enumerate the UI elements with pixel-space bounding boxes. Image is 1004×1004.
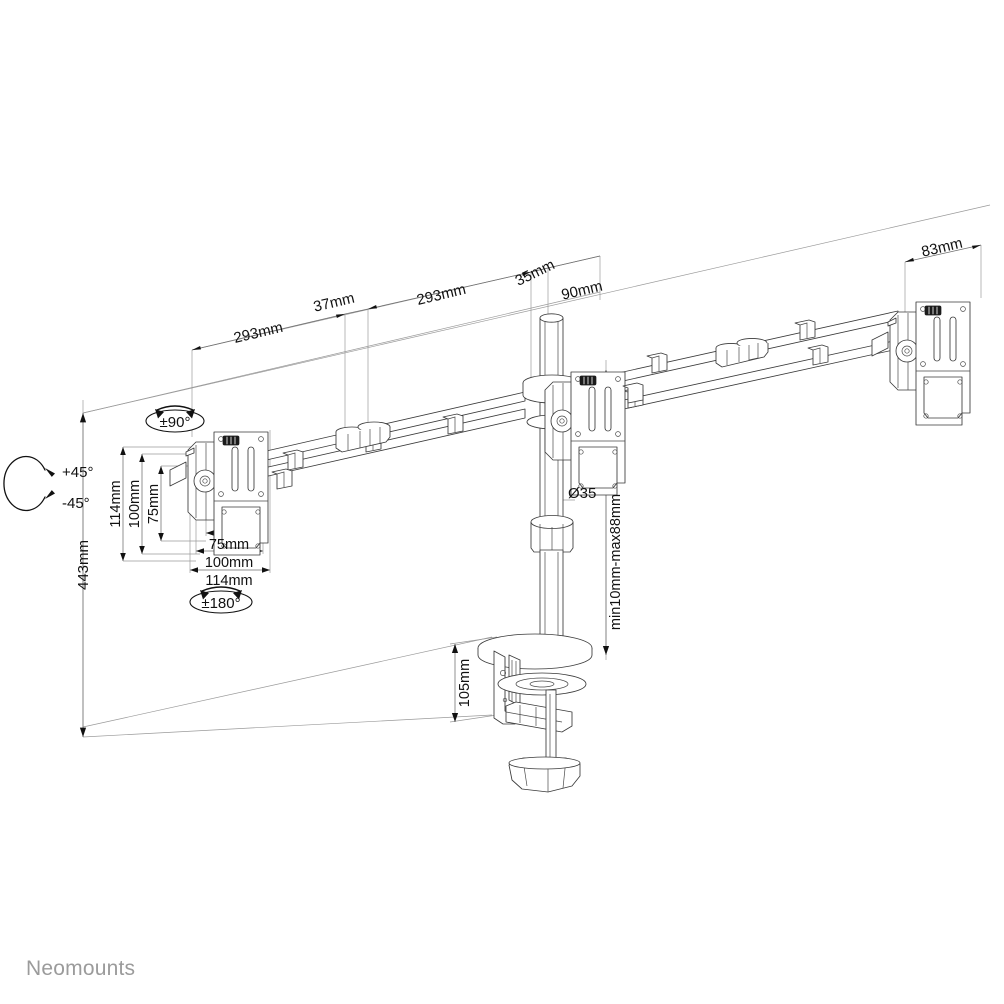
dim-label-vesa-v-75: 75mm (146, 484, 162, 524)
swivel-90-label: ±90° (160, 414, 191, 431)
dim-label-pole-diameter: Ø35 (568, 485, 596, 502)
tilt-down-label: -45° (62, 495, 90, 512)
monitor-head-right (871, 301, 971, 426)
swivel-90-badge (145, 405, 205, 433)
dim-label-desk-thickness: min10mm-max88mm (608, 494, 624, 630)
brand-logo: Neomounts (26, 957, 136, 980)
dim-label-clamp-height: 105mm (457, 659, 473, 707)
dim-label-vesa-h-100: 100mm (205, 555, 253, 571)
dim-label-pole-top-offset: 35mm (513, 256, 558, 290)
dim-label-right-head-width: 83mm (920, 235, 964, 261)
left-arm (254, 391, 526, 490)
rotate-180-badge (189, 586, 253, 614)
monitor-head-left (169, 431, 269, 556)
right-arm (595, 310, 899, 410)
dim-label-arm-offset: 37mm (312, 290, 356, 316)
dim-label-vesa-v-114: 114mm (108, 480, 124, 527)
vertical-pole (530, 313, 574, 649)
tilt-up-label: +45° (62, 464, 93, 481)
dim-label-total-height: 443mm (75, 540, 92, 590)
dim-label-vesa-h-75: 75mm (209, 537, 249, 553)
dim-label-vesa-v-100: 100mm (127, 480, 143, 528)
tilt-arc-indicator (3, 455, 55, 512)
desk-clamp-assembly (477, 633, 593, 793)
rotate-180-label: ±180° (201, 595, 240, 612)
dim-label-arm-right-reach: 293mm (415, 281, 468, 309)
dim-label-arm-left-reach: 293mm (232, 319, 285, 347)
dim-label-vesa-h-114: 114mm (205, 573, 252, 589)
monitor-head-center (522, 371, 644, 496)
dim-label-head-depth: 90mm (560, 278, 604, 304)
